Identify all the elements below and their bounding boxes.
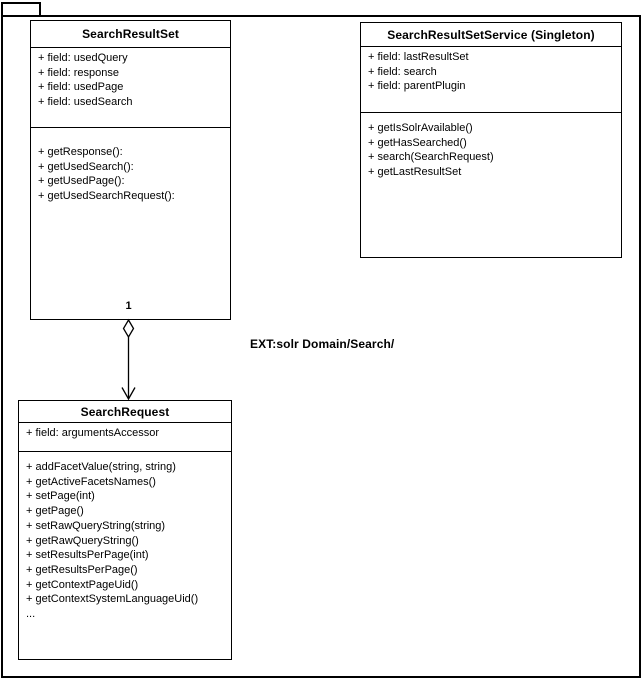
class-member: + getRawQueryString() — [26, 534, 139, 547]
class-member: + getUsedSearch(): — [38, 160, 134, 173]
class-methods-search-result-set-service: + getIsSolrAvailable() + getHasSearched()… — [361, 112, 621, 257]
class-member: + addFacetValue(string, string) — [26, 461, 176, 473]
class-fields-search-request: + field: argumentsAccessor — [19, 422, 231, 451]
class-member: + setResultsPerPage(int) — [26, 549, 149, 562]
class-member: + getResponse(): — [38, 146, 123, 158]
class-member: + field: usedSearch — [38, 96, 133, 109]
class-member: + search(SearchRequest) — [368, 151, 494, 164]
package-path-label: EXT:solr Domain/Search/ — [250, 337, 395, 351]
class-member: + getPage() — [26, 505, 84, 518]
class-title-search-result-set-service: SearchResultSetService (Singleton) — [387, 27, 595, 42]
class-member: + getUsedPage(): — [38, 175, 125, 188]
class-member: + getContextSystemLanguageUid() — [26, 593, 199, 606]
class-member: + field: lastResultSet — [368, 51, 469, 63]
class-member: + field: search — [368, 65, 437, 78]
class-fields-search-result-set-service: + field: lastResultSet + field: search + f… — [361, 46, 621, 112]
class-member: + getLastResultSet — [368, 166, 462, 179]
class-member: + getContextPageUid() — [26, 578, 139, 591]
class-methods-search-result-set: + getResponse(): + getUsedSearch(): + getU… — [31, 127, 230, 319]
class-box-search-result-set: SearchResultSet + field: usedQuery+ fiel… — [30, 20, 231, 320]
class-member: + setRawQueryString(string) — [26, 519, 166, 532]
diagram-frame — [1, 15, 641, 678]
class-box-search-request: SearchRequest + field: argumentsAccessor… — [18, 400, 232, 660]
multiplicity-label: 1 — [125, 300, 132, 312]
class-title-search-request: SearchRequest — [80, 404, 170, 419]
class-member: + getHasSearched() — [368, 136, 467, 149]
class-member: + getResultsPerPage() — [26, 563, 138, 576]
class-member: + getUsedSearchRequest(): — [38, 190, 175, 203]
class-member: + field: parentPlugin — [368, 80, 466, 93]
class-title-search-result-set: SearchResultSet — [82, 27, 179, 41]
class-fields-search-result-set: + field: usedQuery + field: response + fie… — [31, 47, 230, 127]
class-member: ... — [26, 608, 36, 621]
class-member: + getIsSolrAvailable() — [368, 122, 473, 134]
class-member: + field: response — [38, 66, 120, 79]
class-member: + setPage(int) — [26, 490, 95, 503]
class-methods-search-request: + addFacetValue(string, string) + getActi… — [19, 451, 231, 659]
class-box-search-result-set-service: SearchResultSetService (Singleton) + fie… — [360, 22, 622, 258]
class-member: + getActiveFacetsNames() — [26, 475, 156, 488]
class-member: + field: usedPage — [38, 81, 124, 94]
class-member: + field: usedQuery — [38, 52, 128, 64]
class-member: + field: argumentsAccessor — [26, 427, 159, 439]
